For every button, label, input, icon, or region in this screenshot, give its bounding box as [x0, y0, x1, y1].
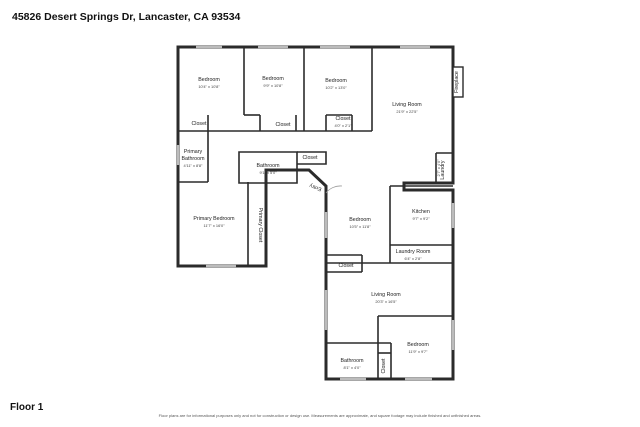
room-dims: 8'1" x 4'0": [343, 365, 361, 370]
room-label: Living Room: [371, 292, 401, 298]
room-label: Laundry: [440, 160, 446, 179]
room-label: Kitchen: [412, 209, 430, 215]
room-label: Bedroom: [198, 77, 220, 83]
room-label: Bedroom: [325, 78, 347, 84]
room-dims: 11'9" x 9'7": [409, 349, 429, 354]
room-dims: 20'3" x 16'5": [375, 299, 397, 304]
room-label: Closet: [191, 121, 207, 127]
disclaimer-text: Floor plans are for informational purpos…: [158, 413, 482, 418]
room-dims: 9'7" x 9'2": [412, 216, 430, 221]
room-label: Bedroom: [407, 342, 429, 348]
room-label: Primary Closet: [257, 208, 263, 243]
room-dims: 11'7" x 16'0": [203, 223, 225, 228]
room-label: Bedroom: [349, 217, 371, 223]
room-dims: 2'7" x 4'0": [436, 159, 441, 177]
room-dims: 10'2" x 13'0": [325, 85, 347, 90]
room-dims: 4'0" x 2'1": [334, 123, 352, 128]
floor-label: Floor 1: [10, 402, 44, 413]
room-dims: 21'9" x 22'5": [396, 109, 418, 114]
room-label: Fireplace: [454, 71, 460, 93]
room-label: Bathroom: [341, 358, 365, 364]
room-dims: 10'5" x 11'8": [349, 224, 371, 229]
room-dims: 4'11" x 8'8": [184, 163, 204, 168]
room-label: Closet: [381, 358, 387, 374]
entry-door-arc: [325, 185, 343, 194]
room-label: Closet: [275, 122, 291, 128]
room-label: Closet: [302, 155, 318, 161]
room-label: Living Room: [392, 102, 422, 108]
room-label: Primary Bedroom: [193, 216, 235, 222]
room-label: Bathroom: [182, 156, 206, 162]
room-label: Bathroom: [257, 163, 281, 169]
room-label: Closet: [338, 263, 354, 269]
room-dims: 10'4" x 10'8": [198, 84, 220, 89]
address-title: 45826 Desert Springs Dr, Lancaster, CA 9…: [12, 11, 241, 23]
fireplace-box: [452, 66, 464, 98]
room-dims: 9'9" x 10'8": [263, 83, 283, 88]
windows: [176, 45, 455, 381]
interior-walls: [178, 47, 453, 379]
room-label: Entry: [308, 182, 322, 192]
room-label: Closet: [335, 116, 351, 122]
room-dims: 6'4" x 2'8": [404, 256, 422, 261]
room-dims: 9'1" x 5'0": [259, 170, 277, 175]
exterior-walls: [176, 45, 455, 381]
room-label: Laundry Room: [396, 249, 431, 255]
room-label: Bedroom: [262, 76, 284, 82]
room-label: Primary: [184, 149, 203, 155]
